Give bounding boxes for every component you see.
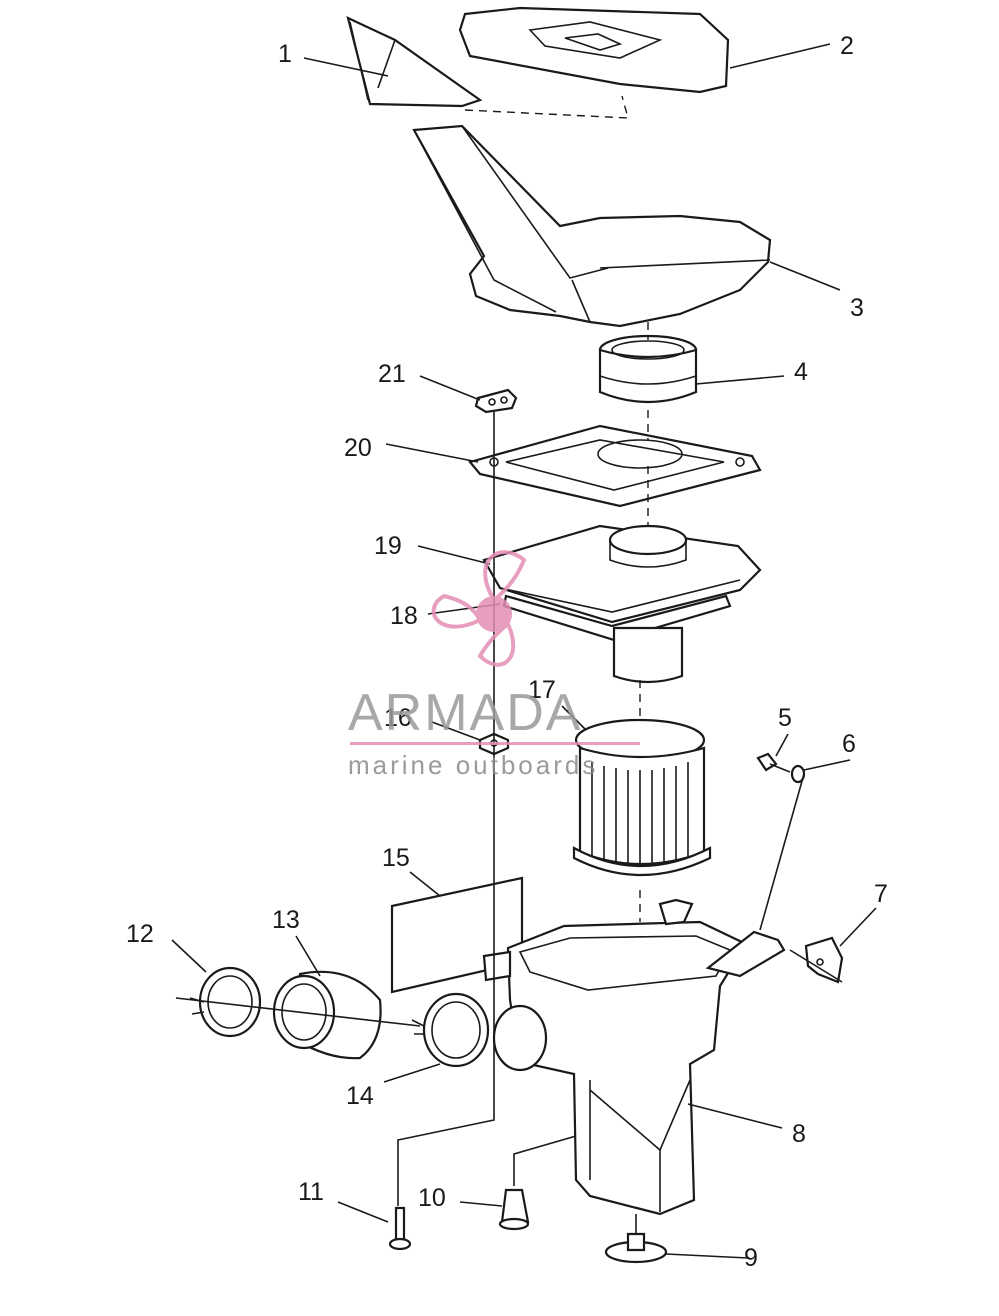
- callout-14: 14: [346, 1082, 374, 1110]
- callout-19: 19: [374, 532, 402, 560]
- callout-3: 3: [850, 294, 864, 322]
- part-17-filter-element: [572, 718, 712, 876]
- callout-12: 12: [126, 920, 154, 948]
- leader-lines: [171, 43, 877, 1259]
- part-7-bracket: [804, 936, 844, 984]
- part-3-silencer-cover: [412, 124, 772, 328]
- part-1-intake-fin: [346, 16, 483, 108]
- callout-13: 13: [272, 906, 300, 934]
- part-14-hose-clamp: [411, 992, 548, 1072]
- callout-10: 10: [418, 1184, 446, 1212]
- part-4-intake-ring: [598, 334, 698, 404]
- callout-1: 1: [278, 40, 292, 68]
- part-11-screw: [388, 1206, 412, 1251]
- callout-21: 21: [378, 360, 406, 388]
- callout-20: 20: [344, 434, 372, 462]
- callout-2: 2: [840, 32, 854, 60]
- assembly-guide-lines: [175, 322, 843, 1234]
- callout-6: 6: [842, 730, 856, 758]
- propeller-logo-icon: [431, 550, 527, 667]
- callout-4: 4: [794, 358, 808, 386]
- callout-7: 7: [874, 880, 888, 908]
- callout-8: 8: [792, 1120, 806, 1148]
- callout-5: 5: [778, 704, 792, 732]
- callout-17: 17: [528, 676, 556, 704]
- part-10-plug: [498, 1188, 530, 1231]
- watermark-underline: [350, 742, 640, 745]
- watermark-tagline: marine outboards: [348, 750, 598, 780]
- part-12-hose-clamp: [189, 966, 262, 1038]
- callout-11: 11: [298, 1178, 324, 1206]
- part-5-bolt: [756, 752, 791, 773]
- callout-9: 9: [744, 1244, 758, 1272]
- part-21-clip: [474, 388, 518, 414]
- callout-15: 15: [382, 844, 410, 872]
- watermark-brand: ARMADA: [348, 684, 582, 742]
- part-8-air-box: [482, 898, 786, 1216]
- part-19-housing-top: [482, 524, 762, 624]
- callout-16: 16: [384, 704, 412, 732]
- callout-18: 18: [390, 602, 418, 630]
- part-2-guide-line: [464, 95, 629, 119]
- part-2-foam-pad: [458, 6, 730, 94]
- part-9-disc-fitting: [604, 1232, 668, 1264]
- part-20-gasket: [468, 424, 762, 508]
- callout-labels: 1 2 3 4 5 6 7 8 9 10 11 12 13 14 15 16 1…: [126, 32, 888, 1272]
- watermark: ARMADA marine outboards: [348, 550, 640, 780]
